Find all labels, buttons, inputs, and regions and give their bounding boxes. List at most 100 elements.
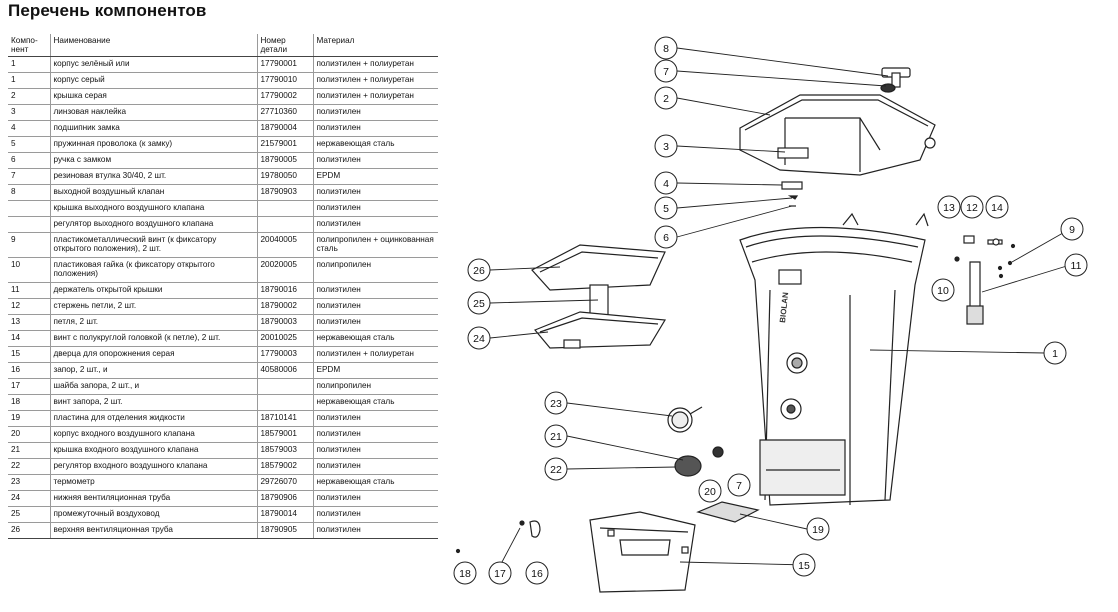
cell-comp: 18 <box>8 394 50 411</box>
cell-comp: 21 <box>8 442 50 459</box>
cell-name: пластиковая гайка (к фиксатору открытого… <box>49 257 257 283</box>
cell-part: 18790014 <box>256 506 313 523</box>
cell-material: полиэтилен <box>312 298 438 315</box>
thermometer-drawing <box>667 406 703 433</box>
callout-circle <box>1060 217 1084 241</box>
cell-name: стержень петли, 2 шт. <box>49 298 257 315</box>
cell-name: регулятор выходного воздушного клапана <box>49 216 257 233</box>
callout-circle <box>544 424 568 448</box>
cell-material: полиэтилен + полиуретан <box>312 56 438 73</box>
callout-15: 25 <box>467 291 491 315</box>
callout-9: 12 <box>960 195 984 219</box>
cell-comp <box>8 200 50 217</box>
cell-name: корпус зелёный или <box>49 56 257 73</box>
cell-name: нижняя вентиляционная труба <box>49 490 257 507</box>
cell-comp: 1 <box>8 72 50 89</box>
brand-label: BIOLAN <box>778 292 790 324</box>
cell-part: 18579003 <box>256 442 313 459</box>
outlet-valve-drawing <box>880 67 911 93</box>
callout-number: 1 <box>1052 348 1058 360</box>
cell-comp: 10 <box>8 257 50 283</box>
callout-number: 16 <box>531 568 543 580</box>
cell-comp: 4 <box>8 120 50 137</box>
cell-part: 20040005 <box>256 232 313 258</box>
cell-comp: 14 <box>8 330 50 347</box>
cell-comp: 12 <box>8 298 50 315</box>
callout-number: 24 <box>473 333 485 345</box>
callout-circle <box>960 195 984 219</box>
callout-circle <box>654 171 678 195</box>
callout-number: 11 <box>1071 260 1082 272</box>
header-part-number: Номер детали <box>256 34 313 57</box>
callout-number: 17 <box>494 568 506 580</box>
cell-material: полиэтилен <box>312 522 438 539</box>
cell-comp: 11 <box>8 282 50 299</box>
cell-part <box>256 216 313 233</box>
cell-part: 18790005 <box>256 152 313 169</box>
cell-name: корпус входного воздушного клапана <box>49 426 257 443</box>
cell-part: 18579002 <box>256 458 313 475</box>
callout-number: 7 <box>736 480 742 492</box>
callout-21: 20 <box>698 479 722 503</box>
callout-number: 23 <box>550 398 562 410</box>
cell-comp: 17 <box>8 378 50 395</box>
callout-25: 17 <box>488 561 512 585</box>
hinge-parts-drawing <box>954 235 1016 279</box>
callout-number: 7 <box>663 66 669 78</box>
callout-number: 22 <box>550 464 562 476</box>
callout-number: 25 <box>473 298 485 310</box>
cell-name: держатель открытой крышки <box>49 282 257 299</box>
callout-circle <box>654 59 678 83</box>
callout-number: 20 <box>704 486 716 498</box>
callout-number: 21 <box>550 431 562 443</box>
callout-number: 26 <box>473 265 485 277</box>
cell-material: полиэтилен + полиуретан <box>312 346 438 363</box>
cell-comp: 7 <box>8 168 50 185</box>
cell-name: ручка с замком <box>49 152 257 169</box>
cell-name: дверца для опорожнения серая <box>49 346 257 363</box>
callout-number: 10 <box>937 285 949 297</box>
cell-comp: 3 <box>8 104 50 121</box>
cell-name: выходной воздушный клапан <box>49 184 257 201</box>
cell-material: полиэтилен <box>312 282 438 299</box>
cell-part: 18579001 <box>256 426 313 443</box>
cell-name: петля, 2 шт. <box>49 314 257 331</box>
cell-part: 17790010 <box>256 72 313 89</box>
cell-name: верхняя вентиляционная труба <box>49 522 257 539</box>
cell-part: 19780050 <box>256 168 313 185</box>
cell-material: полиэтилен <box>312 458 438 475</box>
cell-part: 18790906 <box>256 490 313 507</box>
composter-body-drawing <box>739 212 929 506</box>
callout-circle <box>467 326 491 350</box>
cell-part: 17790002 <box>256 88 313 105</box>
cell-material: полиэтилен <box>312 216 438 233</box>
exploded-diagram: 8723456131214911102625241232122207191817… <box>453 36 1088 593</box>
cell-material: полиэтилен <box>312 184 438 201</box>
cell-material: полипропилен + оцинкованная сталь <box>312 232 438 258</box>
cell-name: линзовая наклейка <box>49 104 257 121</box>
callout-13: 10 <box>931 278 955 302</box>
table-row: регулятор выходного воздушного клапана по… <box>8 216 438 233</box>
cell-name: пружинная проволока (к замку) <box>49 136 257 153</box>
cell-material: EPDM <box>312 168 438 185</box>
cell-comp: 9 <box>8 232 50 258</box>
latch-parts-drawing <box>455 520 541 554</box>
callout-17: 1 <box>1043 341 1067 365</box>
cell-comp: 13 <box>8 314 50 331</box>
cell-comp: 15 <box>8 346 50 363</box>
callout-number: 13 <box>943 202 955 214</box>
callout-number: 4 <box>663 178 669 190</box>
